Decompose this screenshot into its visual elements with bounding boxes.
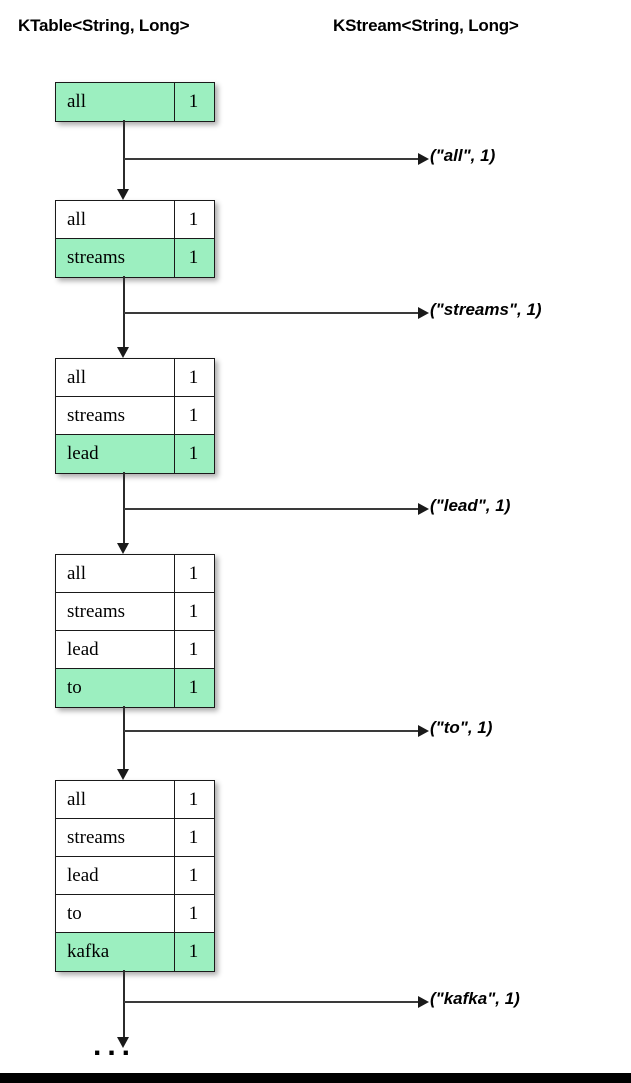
row-value: 1: [188, 443, 199, 464]
table-row: lead 1: [56, 435, 214, 473]
flow-arrow-down-icon: [117, 769, 129, 780]
emit-connector-line: [124, 730, 418, 732]
row-value: 1: [188, 562, 199, 584]
row-key: streams: [56, 397, 175, 434]
flow-arrow-down-icon: [117, 189, 129, 200]
row-key: lead: [56, 435, 175, 473]
table-row: streams 1: [56, 819, 214, 857]
row-key: all: [56, 359, 175, 396]
table-row: all 1: [56, 359, 214, 397]
emitted-record-label: ("kafka", 1): [430, 989, 520, 1008]
flow-connector-line: [122, 706, 125, 769]
row-key: kafka: [56, 933, 175, 971]
table-row: streams 1: [56, 397, 214, 435]
bottom-bar: [0, 1073, 631, 1083]
flow-connector-line: [122, 472, 125, 543]
flow-connector-line: [122, 276, 125, 347]
row-key: all: [56, 555, 175, 592]
row-value: 1: [188, 826, 199, 848]
row-value: 1: [188, 788, 199, 810]
row-value: 1: [188, 91, 199, 112]
table-row: streams 1: [56, 239, 214, 277]
emitted-record-label: ("all", 1): [430, 146, 496, 165]
flow-connector-line: [122, 970, 125, 1037]
emit-connector-line: [124, 508, 418, 510]
ktable-snapshot: all 1 streams 1 lead 1 to 1 kafka 1: [55, 780, 215, 972]
flow-connector-line: [122, 120, 125, 189]
ktable-snapshot: all 1: [55, 82, 215, 122]
row-key: lead: [56, 857, 175, 894]
emitted-record-label: ("lead", 1): [430, 496, 511, 515]
column-header-kstream: KStream<String, Long>: [333, 16, 519, 35]
emitted-record-label: ("to", 1): [430, 718, 493, 737]
table-row: to 1: [56, 895, 214, 933]
row-value: 1: [188, 638, 199, 660]
ktable-snapshot: all 1 streams 1 lead 1: [55, 358, 215, 474]
row-value: 1: [188, 366, 199, 388]
emit-connector-line: [124, 1001, 418, 1003]
row-value: 1: [188, 864, 199, 886]
column-header-ktable: KTable<String, Long>: [18, 16, 190, 35]
emit-arrow-right-icon: [418, 153, 429, 165]
row-key: streams: [56, 239, 175, 277]
emit-connector-line: [124, 158, 418, 160]
table-row: kafka 1: [56, 933, 214, 971]
row-key: streams: [56, 593, 175, 630]
row-key: all: [56, 781, 175, 818]
table-row: all 1: [56, 83, 214, 121]
row-value: 1: [188, 208, 199, 230]
emit-arrow-right-icon: [418, 503, 429, 515]
row-key: to: [56, 669, 175, 707]
row-value: 1: [188, 247, 199, 268]
row-key: all: [56, 201, 175, 238]
table-row: to 1: [56, 669, 214, 707]
row-value: 1: [188, 902, 199, 924]
emit-connector-line: [124, 312, 418, 314]
row-key: to: [56, 895, 175, 932]
flow-arrow-down-icon: [117, 1037, 129, 1048]
table-row: all 1: [56, 201, 214, 239]
row-key: all: [56, 83, 175, 121]
table-row: lead 1: [56, 631, 214, 669]
row-value: 1: [188, 404, 199, 426]
emit-arrow-right-icon: [418, 996, 429, 1008]
row-key: lead: [56, 631, 175, 668]
table-row: all 1: [56, 781, 214, 819]
row-value: 1: [188, 677, 199, 698]
flow-arrow-down-icon: [117, 543, 129, 554]
emitted-record-label: ("streams", 1): [430, 300, 542, 319]
ktable-snapshot: all 1 streams 1: [55, 200, 215, 278]
table-row: lead 1: [56, 857, 214, 895]
flow-arrow-down-icon: [117, 347, 129, 358]
emit-arrow-right-icon: [418, 725, 429, 737]
table-row: streams 1: [56, 593, 214, 631]
table-row: all 1: [56, 555, 214, 593]
row-key: streams: [56, 819, 175, 856]
continuation-ellipsis: ...: [93, 1029, 137, 1062]
row-value: 1: [188, 600, 199, 622]
ktable-snapshot: all 1 streams 1 lead 1 to 1: [55, 554, 215, 708]
emit-arrow-right-icon: [418, 307, 429, 319]
row-value: 1: [188, 941, 199, 962]
